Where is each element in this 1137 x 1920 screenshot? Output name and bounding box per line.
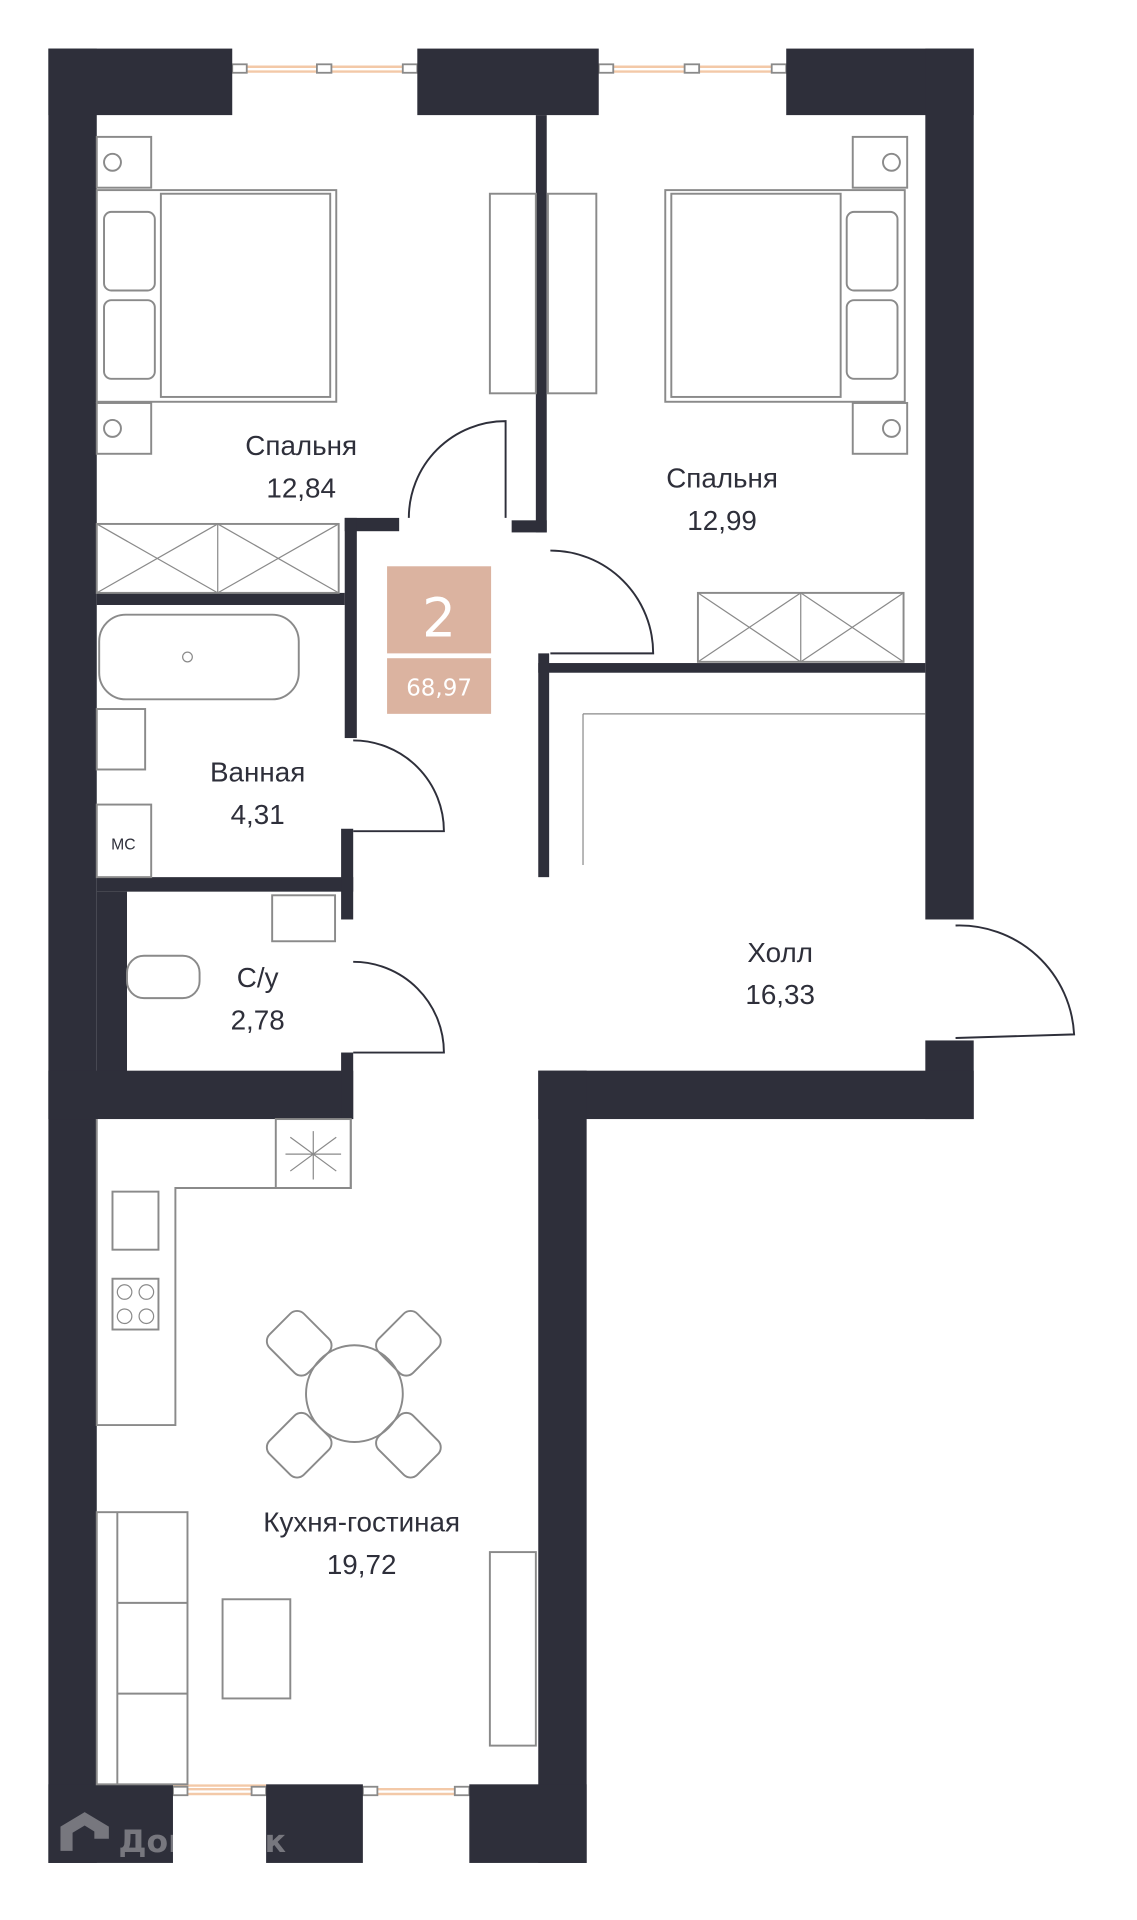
sofa <box>95 1511 189 1786</box>
tv <box>546 192 598 395</box>
room-name: С/у <box>237 962 279 993</box>
room-name: Ванная <box>210 757 305 788</box>
bed <box>664 189 906 403</box>
room-area: 4,31 <box>231 799 285 830</box>
room-name: Холл <box>747 937 813 968</box>
room-area: 12,84 <box>266 472 336 503</box>
room-area: 19,72 <box>327 1549 397 1580</box>
toilet <box>126 954 201 1000</box>
mc-label: МС <box>111 836 135 853</box>
stove <box>111 1277 160 1331</box>
tv <box>488 1551 537 1747</box>
watermark-text: ДомКлик <box>119 1824 286 1860</box>
room-area: 12,99 <box>687 505 757 536</box>
room-name: Спальня <box>245 430 357 461</box>
coffee-table <box>221 1598 292 1700</box>
room-area: 16,33 <box>745 979 815 1010</box>
bathtub <box>98 613 300 701</box>
room-name: Кухня-гостиная <box>263 1507 460 1538</box>
tv <box>488 192 537 395</box>
rooms-count: 2 <box>422 587 456 649</box>
room-area: 2,78 <box>231 1005 285 1036</box>
sink <box>111 1190 160 1251</box>
sink <box>271 894 337 943</box>
bed <box>95 189 338 403</box>
total-area: 68,97 <box>406 676 472 702</box>
room-labels: Спальня 12,84 Спальня 12,99 Ванная 4,31 … <box>111 430 815 1580</box>
doors <box>353 420 1076 1054</box>
furniture <box>95 135 926 1786</box>
sink <box>95 708 147 771</box>
watermark-logo: ДомКлик <box>60 1812 286 1860</box>
walls <box>48 48 974 1863</box>
apartment-badge: 2 68,97 <box>387 566 492 714</box>
dining-table <box>305 1344 404 1443</box>
room-name: Спальня <box>666 463 778 494</box>
